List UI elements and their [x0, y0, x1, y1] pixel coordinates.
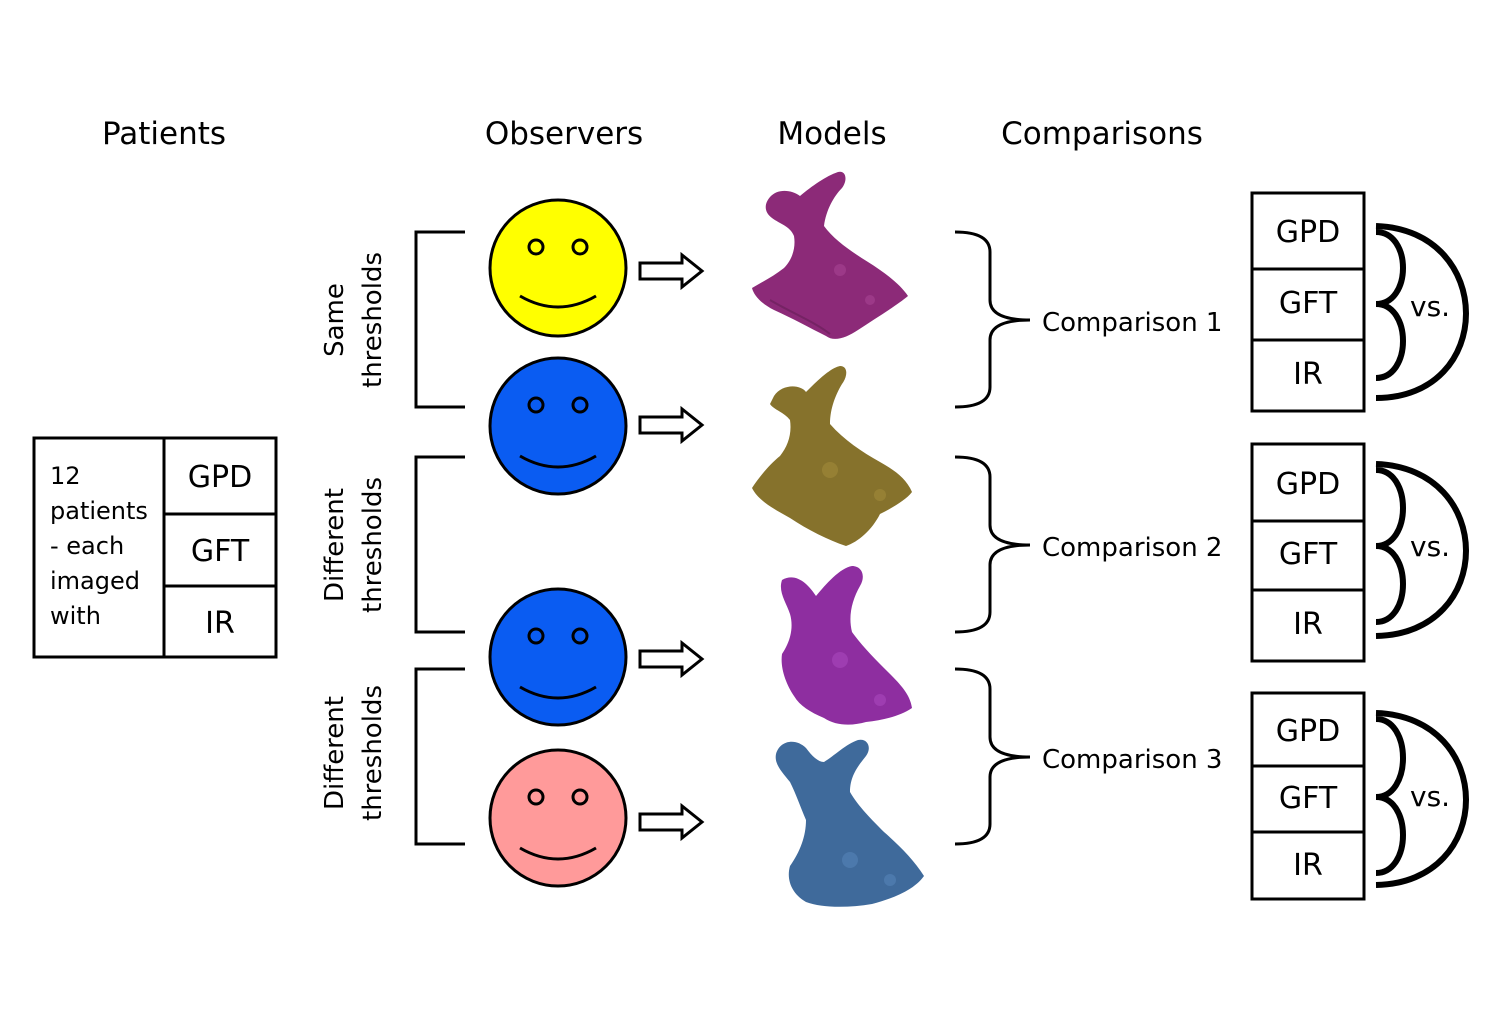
- table-cell-gft: GFT: [1279, 286, 1338, 321]
- outline-right-arrow-icon: [638, 802, 705, 842]
- group-label-line: thresholds: [358, 477, 388, 613]
- 3d-vessel-model-icon: [775, 739, 924, 907]
- curly-brace-3: [954, 667, 1031, 846]
- patient-box: 12 patients - each imaged with GPD GFT I…: [32, 436, 278, 659]
- group-bracket-2: [414, 455, 465, 634]
- vs-label: vs.: [1410, 780, 1450, 813]
- smiley-face-icon: [488, 356, 628, 496]
- table-cell-ir: IR: [1293, 357, 1323, 392]
- smiley-face-icon: [488, 198, 628, 338]
- header-patients: Patients: [102, 116, 226, 152]
- comparison-table-2: GPD GFT IR vs.: [1250, 442, 1469, 663]
- table-cell-gpd: GPD: [1276, 215, 1340, 250]
- patient-desc-line: 12: [50, 462, 81, 490]
- patient-method-ir: IR: [205, 606, 235, 641]
- comparison-table-3: GPD GFT IR vs.: [1250, 691, 1469, 901]
- table-cell-gft: GFT: [1279, 537, 1338, 572]
- outline-right-arrow-icon: [638, 639, 705, 679]
- table-cell-gpd: GPD: [1276, 714, 1340, 749]
- group-label-line: thresholds: [358, 685, 388, 821]
- group-label-line: Different: [320, 488, 350, 602]
- group-bracket-3: [414, 667, 465, 846]
- table-cell-gpd: GPD: [1276, 467, 1340, 502]
- group-bracket-1: [414, 230, 465, 409]
- group-label-line: thresholds: [358, 252, 388, 388]
- table-cell-gft: GFT: [1279, 781, 1338, 816]
- patient-desc-line: imaged: [50, 567, 140, 595]
- header-observers: Observers: [485, 116, 643, 152]
- comparison-label-2: Comparison 2: [1042, 533, 1222, 563]
- comparison-label-1: Comparison 1: [1042, 308, 1222, 338]
- comparison-label-3: Comparison 3: [1042, 745, 1222, 775]
- curly-brace-2: [954, 455, 1031, 634]
- 3d-vessel-model-icon: [780, 566, 912, 725]
- header-comparisons: Comparisons: [1001, 116, 1203, 152]
- smiley-face-icon: [488, 748, 628, 888]
- outline-right-arrow-icon: [638, 251, 705, 291]
- patient-desc-line: patients: [50, 497, 148, 525]
- patient-desc-line: with: [50, 602, 101, 630]
- comparison-table-1: GPD GFT IR vs.: [1250, 191, 1469, 413]
- patient-method-gft: GFT: [191, 534, 250, 569]
- 3d-vessel-model-icon: [752, 171, 908, 339]
- smiley-face-icon: [488, 587, 628, 727]
- vs-label: vs.: [1410, 290, 1450, 323]
- curly-brace-1: [954, 230, 1031, 409]
- outline-right-arrow-icon: [638, 405, 705, 445]
- vs-label: vs.: [1410, 530, 1450, 563]
- table-cell-ir: IR: [1293, 607, 1323, 642]
- patient-method-gpd: GPD: [188, 460, 252, 495]
- group-label-2: Different thresholds: [320, 477, 388, 613]
- group-label-line: Same: [320, 283, 350, 357]
- group-label-3: Different thresholds: [320, 685, 388, 821]
- group-label-1: Same thresholds: [320, 252, 388, 388]
- group-label-line: Different: [320, 696, 350, 810]
- header-models: Models: [777, 116, 886, 152]
- table-cell-ir: IR: [1293, 848, 1323, 883]
- 3d-vessel-model-icon: [752, 366, 912, 546]
- patient-desc-line: - each: [50, 532, 124, 560]
